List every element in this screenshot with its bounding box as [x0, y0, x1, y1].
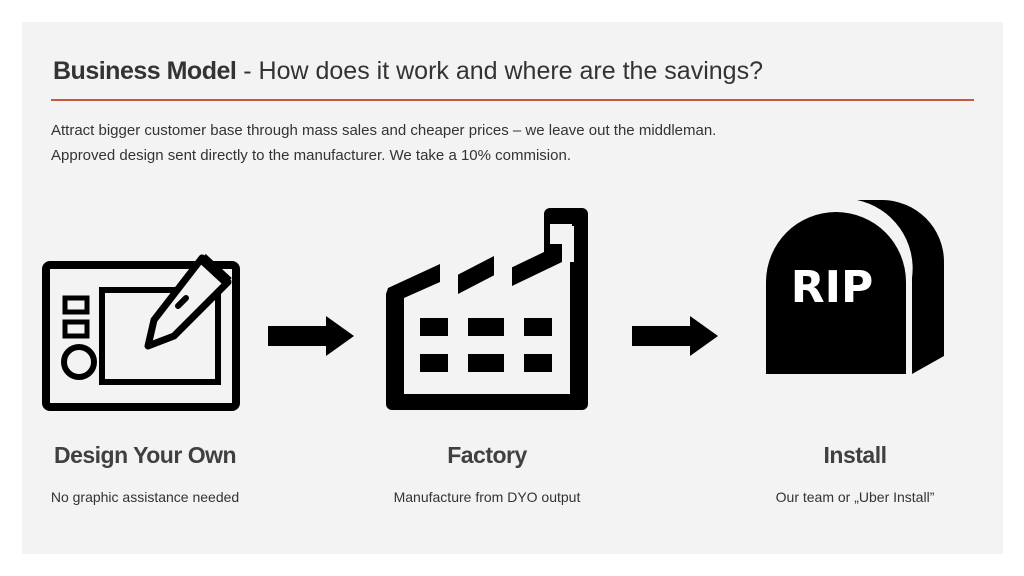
slide: Business Model - How does it work and wh… — [22, 22, 1003, 554]
intro-line-2: Approved design sent directly to the man… — [51, 147, 571, 164]
step-desc-install: Our team or „Uber Install” — [775, 489, 935, 505]
title-divider — [51, 99, 974, 101]
design-tablet-icon — [42, 253, 240, 411]
step-desc-factory: Manufacture from DYO output — [393, 489, 581, 505]
arrow-right-icon — [268, 316, 354, 356]
tombstone-text: RIP — [791, 262, 874, 313]
intro-text: Attract bigger customer base through mas… — [51, 118, 716, 168]
step-title-install: Install — [823, 442, 887, 468]
factory-icon — [386, 208, 588, 410]
step-title-design: Design Your Own — [53, 442, 237, 468]
step-title-factory: Factory — [447, 442, 527, 468]
title-subtitle: - How does it work and where are the sav… — [236, 57, 763, 85]
step-desc-design: No graphic assistance needed — [50, 489, 240, 505]
page-title: Business Model - How does it work and wh… — [53, 57, 763, 86]
title-bold: Business Model — [53, 57, 237, 85]
arrow-right-icon — [632, 316, 718, 356]
tombstone-icon: RIP — [766, 200, 944, 374]
intro-line-1: Attract bigger customer base through mas… — [51, 122, 717, 139]
